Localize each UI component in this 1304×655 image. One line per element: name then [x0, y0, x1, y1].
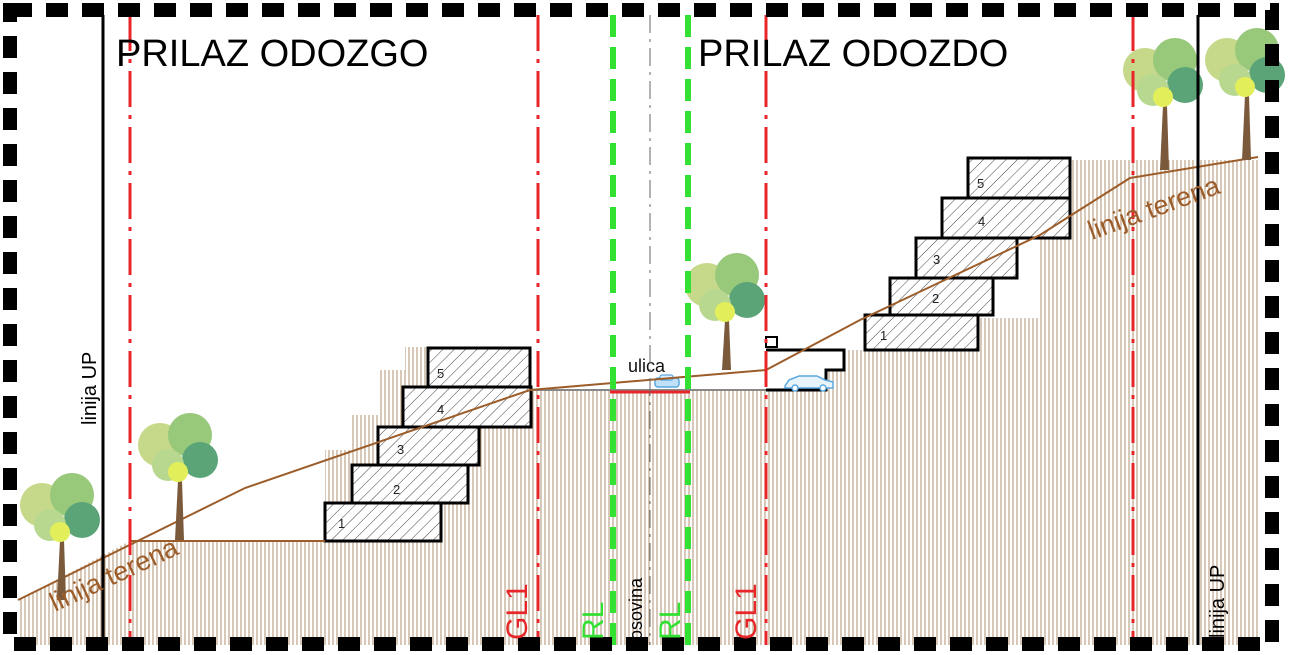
regulation-line-left-label: RL: [577, 602, 610, 640]
right-floor-1: 1: [880, 328, 887, 343]
right-floor-4: 4: [978, 214, 985, 229]
frame-border: [3, 3, 1279, 651]
left-floor-4: 4: [437, 402, 444, 417]
regulation-lines: [610, 15, 691, 645]
left-floor-5: 5: [437, 366, 444, 381]
building-line-right-label: GL1: [730, 583, 763, 640]
heading-right: PRILAZ ODOZDO: [698, 33, 1008, 75]
tree-icon: [138, 413, 218, 540]
tree-icon: [1123, 38, 1203, 170]
right-building: 1 2 3 4 5: [863, 156, 1072, 352]
heading-left: PRILAZ ODOZGO: [116, 33, 428, 75]
left-floor-3: 3: [397, 442, 404, 457]
building-line-left-label: GL1: [501, 583, 534, 640]
axis-label: osovina: [626, 577, 646, 640]
right-floor-3: 3: [933, 252, 940, 267]
tree-icon: [20, 473, 100, 600]
left-building: 1 2 3 4 5: [323, 346, 533, 543]
regulation-line-right-label: RL: [654, 602, 687, 640]
tree-icon: [685, 253, 765, 370]
upper-line-left-label: linija UP: [79, 352, 101, 425]
left-floor-1: 1: [338, 516, 345, 531]
upper-line-right-label: linija UP: [1207, 565, 1229, 638]
car-icon: [784, 375, 834, 392]
building-lines: [128, 15, 1135, 645]
street-label: ulica: [628, 356, 666, 376]
right-floor-5: 5: [977, 176, 984, 191]
terrain-line: [17, 156, 1259, 601]
left-floor-2: 2: [393, 482, 400, 497]
right-floor-2: 2: [932, 291, 939, 306]
ground-right: [766, 160, 1258, 645]
